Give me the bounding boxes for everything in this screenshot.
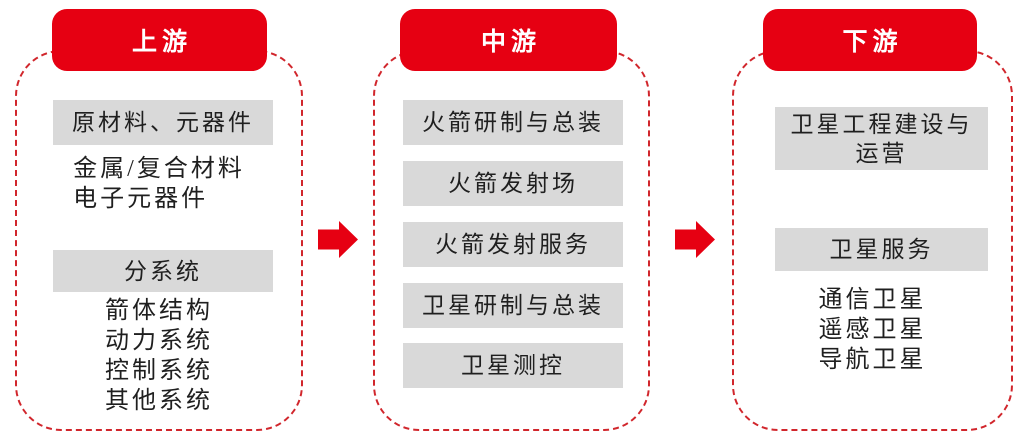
- flow-arrow-icon: [675, 221, 715, 258]
- satellite-service-item-list: 通信卫星 遥感卫星 导航卫星: [732, 285, 1013, 375]
- rocket-development-assembly-box: 火箭研制与总装: [403, 100, 623, 145]
- midstream-stage-label: 中游: [480, 29, 541, 56]
- flow-arrow-icon: [318, 221, 358, 258]
- satellite-development-assembly-box: 卫星研制与总装: [403, 283, 623, 328]
- downstream-stage-label: 下游: [842, 29, 903, 56]
- subsystems-item-list: 箭体结构 动力系统 控制系统 其他系统: [15, 296, 303, 416]
- materials-item-lines: 金属/复合材料 电子元器件: [73, 156, 245, 212]
- rocket-launch-site-box: 火箭发射场: [403, 161, 623, 206]
- satellite-engineering-operation-box: 卫星工程建设与 运营: [775, 107, 988, 170]
- satellite-services-box: 卫星服务: [775, 228, 988, 271]
- satellite-service-item-lines: 通信卫星 遥感卫星 导航卫星: [818, 287, 927, 373]
- subsystems-box: 分系统: [53, 250, 273, 292]
- subsystems-item-lines: 箭体结构 动力系统 控制系统 其他系统: [105, 298, 213, 414]
- materials-item-list: 金属/复合材料 电子元器件: [15, 154, 303, 214]
- midstream-stage-header: 中游: [400, 9, 617, 71]
- downstream-stage-header: 下游: [763, 9, 977, 71]
- raw-materials-components-box: 原材料、元器件: [53, 100, 273, 145]
- upstream-stage-label: 上游: [131, 29, 192, 56]
- satellite-tt-and-c-box: 卫星测控: [403, 343, 623, 388]
- upstream-stage-header: 上游: [52, 9, 267, 71]
- rocket-launch-service-box: 火箭发射服务: [403, 222, 623, 267]
